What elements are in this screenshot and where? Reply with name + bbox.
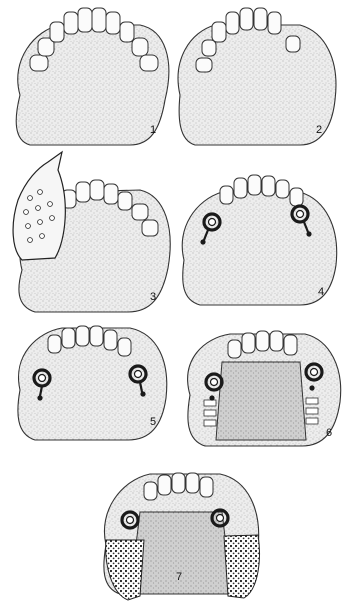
saddle-left: [204, 400, 216, 426]
panel-number: 3: [150, 291, 156, 303]
panel-6: 6: [188, 331, 341, 446]
panel-1: 1: [16, 8, 169, 145]
panel-number: 2: [316, 124, 322, 136]
panel-number: 5: [150, 416, 156, 428]
palate-outline: [178, 25, 336, 145]
panel-number: 4: [318, 286, 324, 298]
panel-5: 5: [18, 326, 167, 440]
palate-outline: [182, 192, 336, 305]
panel-2: 2: [178, 8, 336, 145]
panel-number: 7: [176, 571, 182, 583]
saddle-right: [224, 535, 259, 598]
panel-number: 1: [150, 124, 156, 136]
saddle-left: [106, 540, 144, 600]
panel-7: 7: [104, 473, 260, 600]
panel-number: 6: [326, 427, 332, 439]
panel-3: 3: [13, 152, 170, 312]
denture-base: [216, 362, 306, 440]
panel-4: 4: [182, 175, 336, 305]
saddle-right: [306, 398, 318, 424]
